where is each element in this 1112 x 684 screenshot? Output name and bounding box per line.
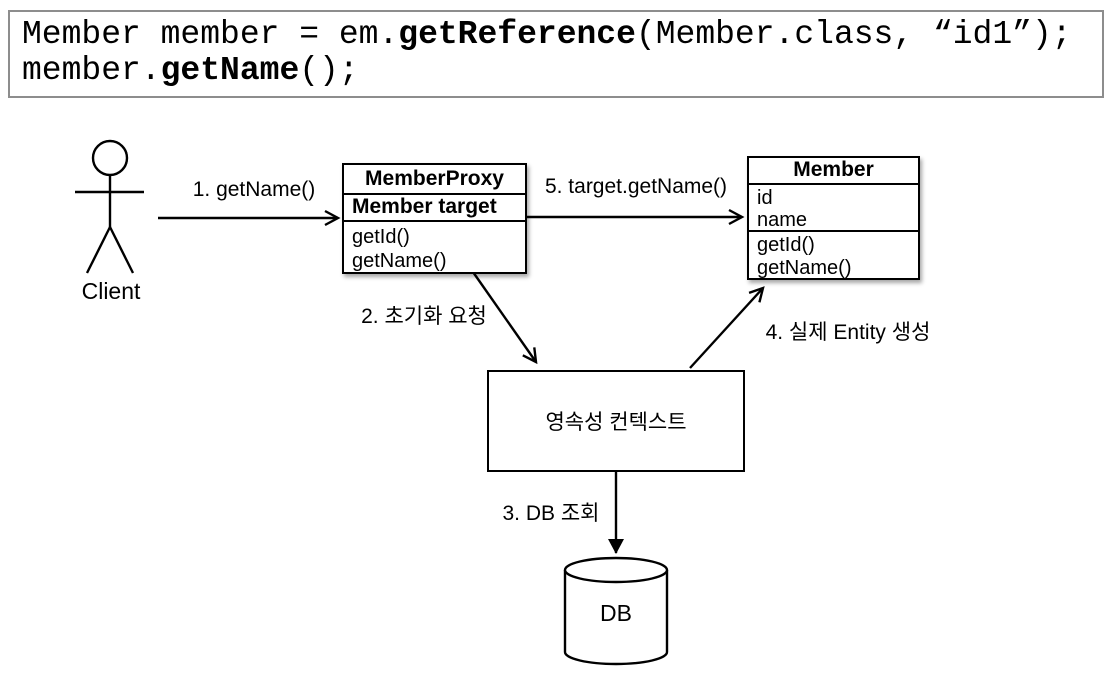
- arrow-2-init-request: [472, 271, 538, 365]
- code-bold-get-name: getName: [160, 52, 300, 89]
- member-class-box: Member id name getId() getName(): [747, 156, 920, 280]
- code-line-1: Member member = em.getReference(Member.c…: [22, 17, 1102, 53]
- code-bold-get-reference: getReference: [398, 16, 636, 53]
- member-proxy-class-box: MemberProxy Member target getId() getNam…: [342, 163, 527, 274]
- arrow-4-label: 4. 실제 Entity 생성: [765, 321, 931, 344]
- arrow-4-create-entity: [689, 286, 765, 369]
- member-proxy-method-get-name: getName(): [352, 250, 447, 272]
- db-cylinder-icon: [563, 556, 669, 666]
- client-actor-icon: [75, 139, 144, 274]
- code-text: ();: [299, 52, 359, 89]
- code-text: member.: [22, 52, 161, 89]
- member-proxy-methods: getId() getName(): [344, 222, 525, 273]
- code-snippet-box: Member member = em.getReference(Member.c…: [8, 10, 1104, 98]
- arrow-2-label: 2. 초기화 요청: [361, 305, 487, 328]
- code-text: Member member = em.: [22, 16, 399, 53]
- member-methods: getId() getName(): [749, 232, 918, 280]
- member-proxy-method-get-id: getId(): [352, 226, 410, 248]
- arrow-3-label: 3. DB 조회: [502, 502, 600, 525]
- member-method-get-id: getId(): [757, 234, 815, 256]
- member-title: Member: [749, 158, 918, 185]
- member-attr-name: name: [757, 209, 808, 231]
- code-text: (Member.class, “id1”);: [635, 16, 1072, 53]
- code-line-2: member.getName();: [22, 53, 1102, 89]
- db-label: DB: [600, 600, 632, 626]
- member-proxy-target-field: Member target: [344, 195, 525, 222]
- member-attr-id: id: [757, 187, 773, 209]
- persistence-context-box: 영속성 컨텍스트: [487, 370, 745, 472]
- member-attributes: id name: [749, 185, 918, 232]
- member-method-get-name: getName(): [757, 257, 852, 279]
- client-label: Client: [81, 278, 141, 304]
- arrow-1-label: 1. getName(): [192, 178, 316, 201]
- arrow-5-label: 5. target.getName(): [544, 175, 728, 198]
- member-proxy-title: MemberProxy: [344, 165, 525, 195]
